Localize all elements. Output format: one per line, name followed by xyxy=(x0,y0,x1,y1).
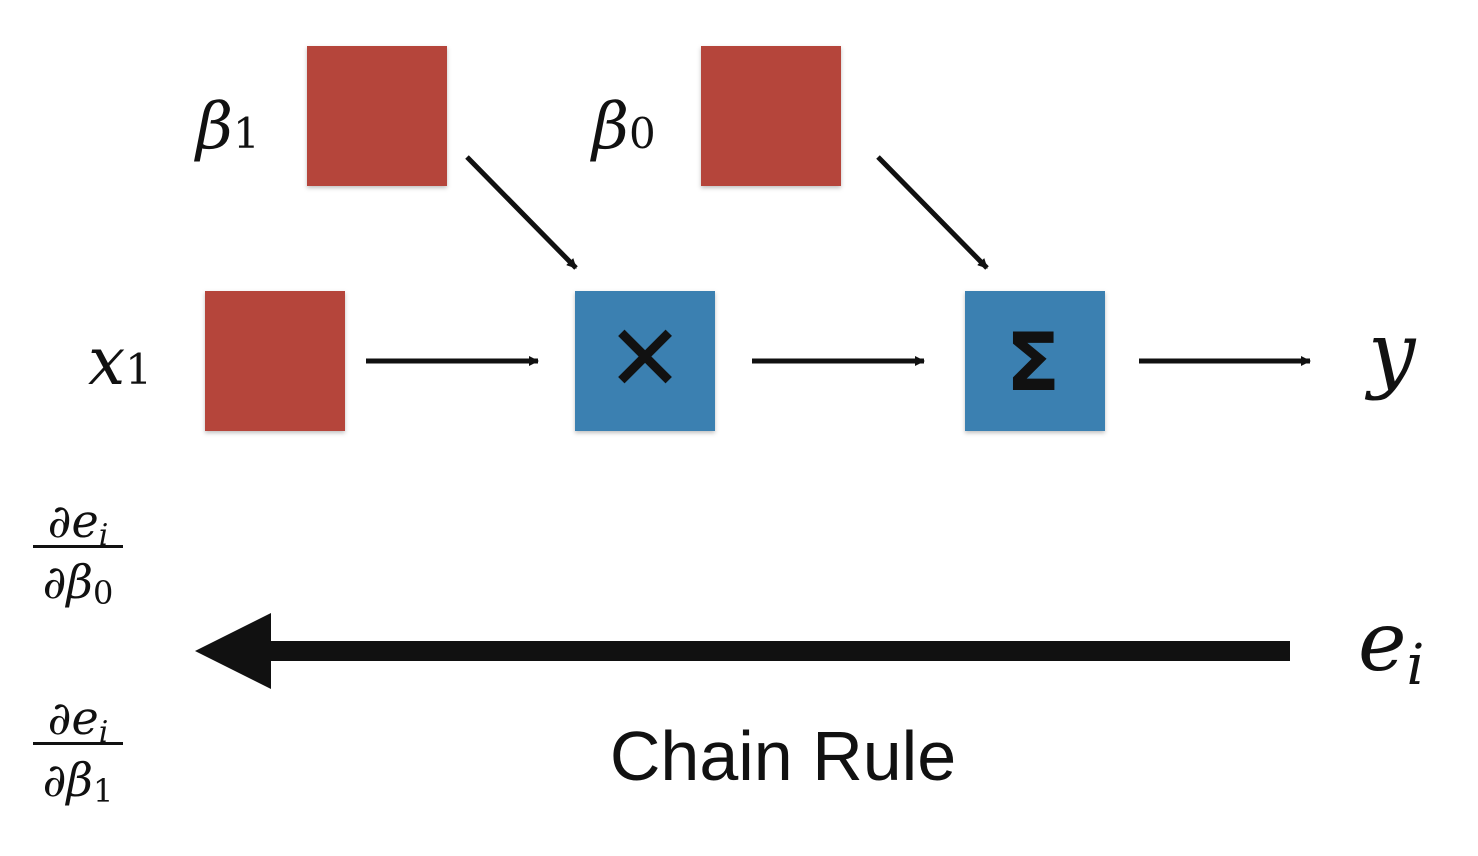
beta1-box xyxy=(307,46,447,186)
gradient-beta1-fraction-bar xyxy=(33,742,123,745)
sum-icon: Σ xyxy=(1006,316,1061,409)
arrow-beta0-to-sum xyxy=(876,155,989,270)
y-label: y xyxy=(1364,304,1417,402)
beta0-box xyxy=(701,46,841,186)
gradient-beta0-fraction-bar xyxy=(33,545,123,548)
gradient-beta1: ∂ei ∂β1 xyxy=(33,691,123,810)
multiply-icon: ✕ xyxy=(606,305,683,412)
chain-rule-caption: Chain Rule xyxy=(610,717,956,795)
error-label: ei xyxy=(1358,595,1424,698)
gradient-beta0-numerator: ∂ei xyxy=(48,494,109,553)
gradient-beta0-denominator: ∂β0 xyxy=(43,555,114,612)
gradient-beta0: ∂ei ∂β0 xyxy=(33,494,123,612)
beta1-label: β1 xyxy=(194,90,260,164)
x1-box xyxy=(205,291,345,431)
gradient-beta1-numerator: ∂ei xyxy=(48,691,109,750)
x1-label: x1 xyxy=(88,323,152,400)
arrow-beta1-to-multiply xyxy=(465,155,578,270)
beta0-label: β0 xyxy=(590,90,656,164)
backprop-arrow xyxy=(195,613,1290,689)
multiply-box xyxy=(575,291,715,431)
sum-box xyxy=(965,291,1105,431)
gradient-beta1-denominator: ∂β1 xyxy=(43,753,114,810)
